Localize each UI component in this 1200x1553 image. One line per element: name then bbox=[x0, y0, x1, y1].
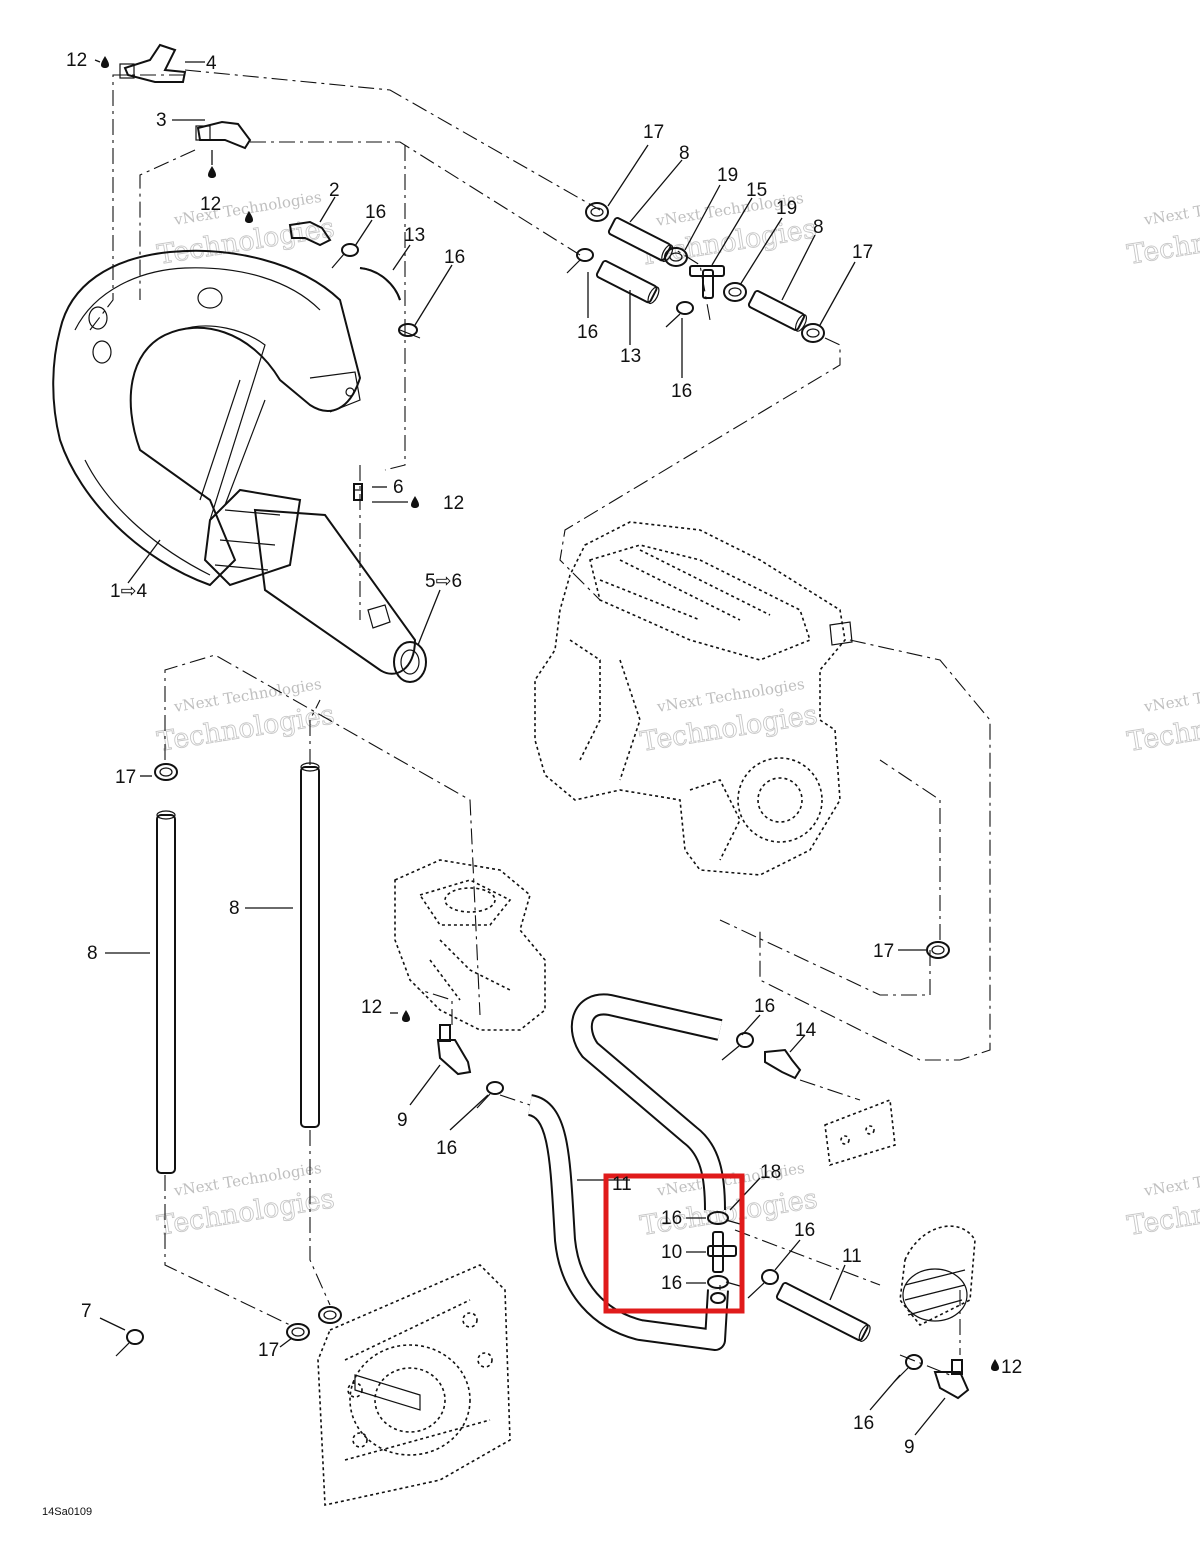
spring-clamp bbox=[707, 1275, 741, 1289]
ear-clamp bbox=[585, 202, 609, 222]
hose-routing-lines bbox=[89, 69, 991, 1376]
callout-17-bottom-a: 17 bbox=[258, 1340, 279, 1361]
callout-16-i: 16 bbox=[794, 1220, 815, 1241]
tee-fitting bbox=[689, 265, 725, 299]
highlight-box bbox=[603, 1173, 745, 1314]
ear-clamp bbox=[926, 941, 950, 959]
callout-8-right: 8 bbox=[813, 217, 824, 238]
spring-clamp bbox=[331, 243, 359, 269]
spring-clamp bbox=[398, 323, 421, 339]
callout-9-left: 9 bbox=[397, 1110, 408, 1131]
spring-clamp bbox=[721, 1032, 754, 1061]
callout-8-left2: 8 bbox=[229, 898, 240, 919]
callout-16-g: 16 bbox=[661, 1208, 682, 1229]
sealant-drop-icon bbox=[208, 166, 216, 178]
sealant-drop-icon bbox=[411, 496, 419, 508]
callout-12-top: 12 bbox=[66, 50, 87, 71]
callout-12-right: 12 bbox=[1001, 1357, 1022, 1378]
elbow-fitting bbox=[933, 1359, 970, 1400]
callout-18: 18 bbox=[760, 1162, 781, 1183]
sealant-drop-icon bbox=[991, 1359, 999, 1371]
ride-plate-outline bbox=[317, 1264, 511, 1506]
callout-8-top: 8 bbox=[679, 143, 690, 164]
callout-10: 10 bbox=[661, 1242, 682, 1263]
tee-fitting bbox=[707, 1231, 737, 1304]
exhaust-manifold-assembly bbox=[52, 249, 427, 683]
spring-clamp bbox=[707, 1211, 741, 1225]
elbow-fitting bbox=[288, 220, 332, 247]
sealant-drop-icon bbox=[245, 211, 253, 223]
elbow-fitting bbox=[195, 120, 252, 150]
callout-19-a: 19 bbox=[717, 165, 738, 186]
ear-clamp bbox=[664, 247, 688, 267]
spring-clamp bbox=[665, 301, 694, 328]
spring-clamp bbox=[566, 248, 594, 274]
callout-11-hidden: 11 bbox=[612, 1174, 632, 1195]
elbow-fitting bbox=[119, 43, 187, 83]
callout-6: 6 bbox=[393, 477, 404, 498]
engine-outline bbox=[534, 521, 853, 876]
sealant-drop-icons bbox=[101, 56, 999, 1371]
callout-16-c: 16 bbox=[577, 322, 598, 343]
callout-14: 14 bbox=[795, 1020, 817, 1041]
callout-16-d: 16 bbox=[671, 381, 692, 402]
pump-housing-outline bbox=[394, 859, 546, 1031]
callout-13-a: 13 bbox=[404, 225, 425, 246]
watermark-text: vNext Technologies bbox=[1142, 675, 1200, 716]
callout-5-6: 5⇨6 bbox=[425, 571, 462, 592]
callout-8-left1: 8 bbox=[87, 943, 98, 964]
ear-clamp bbox=[286, 1323, 310, 1341]
callout-16-a: 16 bbox=[365, 202, 386, 223]
straight-connector bbox=[764, 1048, 802, 1080]
bracket-plate-outline bbox=[824, 1098, 896, 1167]
callout-labels: 12 4 3 12 2 16 13 16 17 8 19 15 19 8 17 … bbox=[66, 50, 1022, 1458]
callout-16-e: 16 bbox=[754, 996, 775, 1017]
callout-15: 15 bbox=[746, 180, 767, 201]
callout-12-6: 12 bbox=[443, 493, 464, 514]
callout-16-f: 16 bbox=[436, 1138, 457, 1159]
callout-16-h: 16 bbox=[661, 1273, 682, 1294]
callout-11: 11 bbox=[842, 1246, 862, 1267]
watermark-text: vNext Technologies bbox=[1142, 188, 1200, 229]
callout-13-b: 13 bbox=[620, 346, 641, 367]
sealant-drop-icon bbox=[402, 1010, 410, 1022]
callout-16-b: 16 bbox=[444, 247, 465, 268]
ear-clamp bbox=[801, 323, 825, 343]
ear-clamp bbox=[723, 282, 747, 302]
leader-lines bbox=[94, 59, 946, 1436]
spring-clamp bbox=[747, 1269, 779, 1299]
diagram-code: 14Sa0109 bbox=[42, 1506, 92, 1518]
callout-12-mid: 12 bbox=[200, 194, 221, 215]
ear-clamp bbox=[154, 763, 178, 781]
callout-17-engine: 17 bbox=[873, 941, 894, 962]
outlet-elbow-outline bbox=[899, 1225, 976, 1327]
callout-3: 3 bbox=[156, 110, 167, 131]
watermark-text: vNext Technologies bbox=[1142, 1159, 1200, 1200]
callout-12-lower: 12 bbox=[361, 997, 382, 1018]
callout-17-right: 17 bbox=[852, 242, 873, 263]
callout-17-left: 17 bbox=[115, 767, 136, 788]
callout-17-top: 17 bbox=[643, 122, 664, 143]
spring-clamp bbox=[476, 1081, 504, 1109]
callout-2: 2 bbox=[329, 180, 340, 201]
callout-1-4: 1⇨4 bbox=[110, 581, 147, 602]
callout-9-right: 9 bbox=[904, 1437, 915, 1458]
sealant-drop-icon bbox=[101, 56, 109, 68]
callout-7: 7 bbox=[81, 1301, 92, 1322]
callout-16-j: 16 bbox=[853, 1413, 874, 1434]
elbow-fitting bbox=[436, 1024, 472, 1076]
ear-clamp bbox=[318, 1306, 342, 1324]
callout-4-top: 4 bbox=[206, 53, 217, 74]
spring-clamp bbox=[115, 1329, 144, 1357]
callout-19-b: 19 bbox=[776, 198, 797, 219]
fittings-and-clamps bbox=[115, 43, 970, 1400]
nipple-fitting bbox=[353, 483, 363, 501]
